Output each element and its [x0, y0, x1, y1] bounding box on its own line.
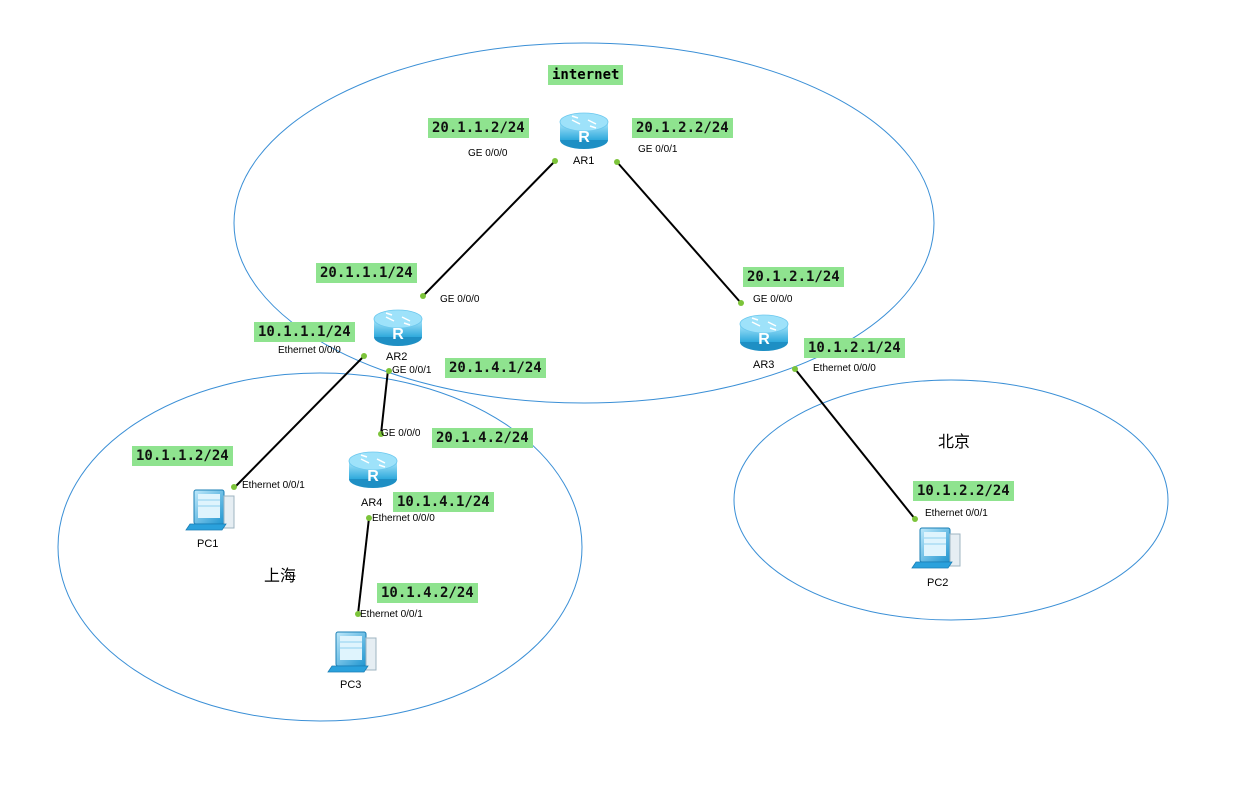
- shanghai-area-boundary: [57, 372, 583, 722]
- port-label-ar2-eth000: Ethernet 0/0/0: [278, 345, 341, 356]
- port-dots: [231, 158, 918, 617]
- port-label-ar1-ge000: GE 0/0/0: [468, 148, 508, 159]
- port-label-ar3-eth000: Ethernet 0/0/0: [813, 363, 876, 374]
- link-ar2-pc1: [233, 355, 365, 489]
- pc-icon[interactable]: [327, 631, 377, 673]
- beijing-area-label: 北京: [938, 432, 971, 451]
- ip-label-ar2-eth000: 10.1.1.1/24: [254, 322, 355, 342]
- beijing-area-boundary: [733, 379, 1169, 621]
- ip-label-ar2-ge001: 20.1.4.1/24: [445, 358, 546, 378]
- internet-area-label: internet: [548, 65, 624, 85]
- ip-label-ar3-eth000: 10.1.2.1/24: [804, 338, 905, 358]
- link-ar2-ar4: [380, 369, 389, 435]
- ip-label-ar4-eth000: 10.1.4.1/24: [393, 492, 494, 512]
- ip-label-ar1-ge001: 20.1.2.2/24: [632, 118, 733, 138]
- router-icon[interactable]: [373, 309, 423, 347]
- link-ar3-pc2: [794, 368, 916, 520]
- ip-label-ar2-ge000: 20.1.1.1/24: [316, 263, 417, 283]
- device-label-ar4: AR4: [361, 497, 383, 509]
- ip-label-ar4-ge000: 20.1.4.2/24: [432, 428, 533, 448]
- pc-icon[interactable]: [911, 527, 961, 569]
- ip-label-ar3-ge000: 20.1.2.1/24: [743, 267, 844, 287]
- port-label-ar2-ge001: GE 0/0/1: [392, 365, 432, 376]
- device-label-ar2: AR2: [386, 351, 408, 363]
- port-label-ar2-ge000: GE 0/0/0: [440, 294, 480, 305]
- device-label-pc1: PC1: [197, 538, 219, 550]
- shanghai-area-label: 上海: [264, 566, 297, 585]
- router-icon[interactable]: [739, 314, 789, 352]
- port-label-ar1-ge001: GE 0/0/1: [638, 144, 678, 155]
- ip-label-pc3: 10.1.4.2/24: [377, 583, 478, 603]
- router-icon[interactable]: [559, 112, 609, 150]
- device-label-ar3: AR3: [753, 359, 775, 371]
- device-label-ar1: AR1: [573, 155, 595, 167]
- port-label-ar4-eth000: Ethernet 0/0/0: [372, 513, 435, 524]
- link-ar1-ar2: [422, 159, 557, 297]
- port-label-pc3-eth001: Ethernet 0/0/1: [360, 609, 423, 620]
- port-label-ar4-ge000: GE 0/0/0: [381, 428, 421, 439]
- internet-area-boundary: [233, 42, 935, 404]
- router-icon[interactable]: [348, 451, 398, 489]
- pc-icon[interactable]: [185, 489, 235, 531]
- port-label-pc1-eth001: Ethernet 0/0/1: [242, 480, 305, 491]
- device-label-pc2: PC2: [927, 577, 949, 589]
- port-label-pc2-eth001: Ethernet 0/0/1: [925, 508, 988, 519]
- device-label-pc3: PC3: [340, 679, 362, 691]
- link-ar1-ar3: [616, 161, 742, 304]
- ip-label-pc1: 10.1.1.2/24: [132, 446, 233, 466]
- port-label-ar3-ge000: GE 0/0/0: [753, 294, 793, 305]
- link-ar4-pc3: [357, 517, 370, 615]
- ip-label-pc2: 10.1.2.2/24: [913, 481, 1014, 501]
- ip-label-ar1-ge000: 20.1.1.2/24: [428, 118, 529, 138]
